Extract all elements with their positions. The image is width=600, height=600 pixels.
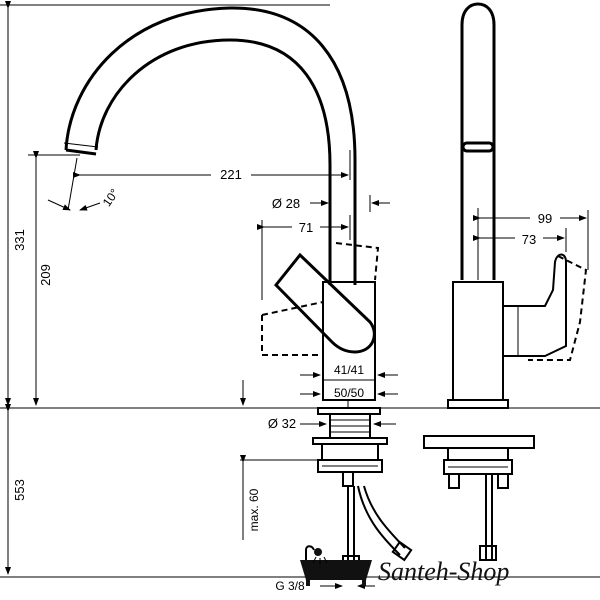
dimension-body-diameter-label: Ø 28 bbox=[272, 196, 300, 211]
front-view-body bbox=[322, 281, 376, 408]
dimension-rotation-b-label: 50/50 bbox=[334, 386, 364, 400]
dimension-overall-height: 331 bbox=[5, 1, 27, 406]
front-view-lever bbox=[261, 242, 380, 356]
side-view-body bbox=[447, 253, 588, 409]
dimension-below-counter: 553 bbox=[5, 404, 27, 575]
dimension-base-diameter: Ø 32 bbox=[268, 416, 396, 431]
dimension-spout-reach: 221 bbox=[73, 150, 351, 183]
dimension-connection: G 3/8 bbox=[275, 579, 375, 593]
dimension-side-lever-label: 73 bbox=[522, 232, 536, 247]
dimension-side-lever: 73 bbox=[473, 228, 567, 252]
watermark-logo: Santeh-Shop bbox=[300, 545, 509, 586]
dimension-base-diameter-label: Ø 32 bbox=[268, 416, 296, 431]
front-view-mounting bbox=[312, 407, 413, 571]
dimension-overall-height-label: 331 bbox=[12, 229, 27, 251]
dimension-spout-angle: 10° bbox=[47, 157, 122, 211]
dimension-side-reach-label: 99 bbox=[538, 211, 552, 226]
side-view-mounting bbox=[423, 435, 535, 561]
bathtub-shower-icon bbox=[300, 545, 372, 586]
dimension-lever-offset: 71 bbox=[257, 215, 351, 300]
dimension-spout-height: 209 bbox=[33, 151, 53, 406]
dimension-rotation: 41/41 50/50 bbox=[300, 363, 398, 400]
dimension-max-thickness-label: max. 60 bbox=[247, 488, 261, 531]
dimension-max-thickness: max. 60 bbox=[240, 455, 320, 540]
dimension-below-counter-label: 553 bbox=[12, 479, 27, 501]
logo-text: Santeh-Shop bbox=[378, 557, 509, 586]
dimension-side-reach: 99 bbox=[473, 208, 589, 280]
dimension-body-diameter: Ø 28 bbox=[272, 195, 390, 212]
front-view-spout bbox=[63, 6, 357, 285]
dimension-spout-angle-label: 10° bbox=[100, 186, 122, 209]
dimension-connection-label: G 3/8 bbox=[275, 579, 305, 593]
dimension-spout-reach-label: 221 bbox=[220, 167, 242, 182]
dimension-spout-height-label: 209 bbox=[38, 264, 53, 286]
dimension-lever-offset-label: 71 bbox=[299, 220, 313, 235]
dimension-rotation-a-label: 41/41 bbox=[334, 363, 364, 377]
side-view-spout bbox=[460, 2, 496, 280]
